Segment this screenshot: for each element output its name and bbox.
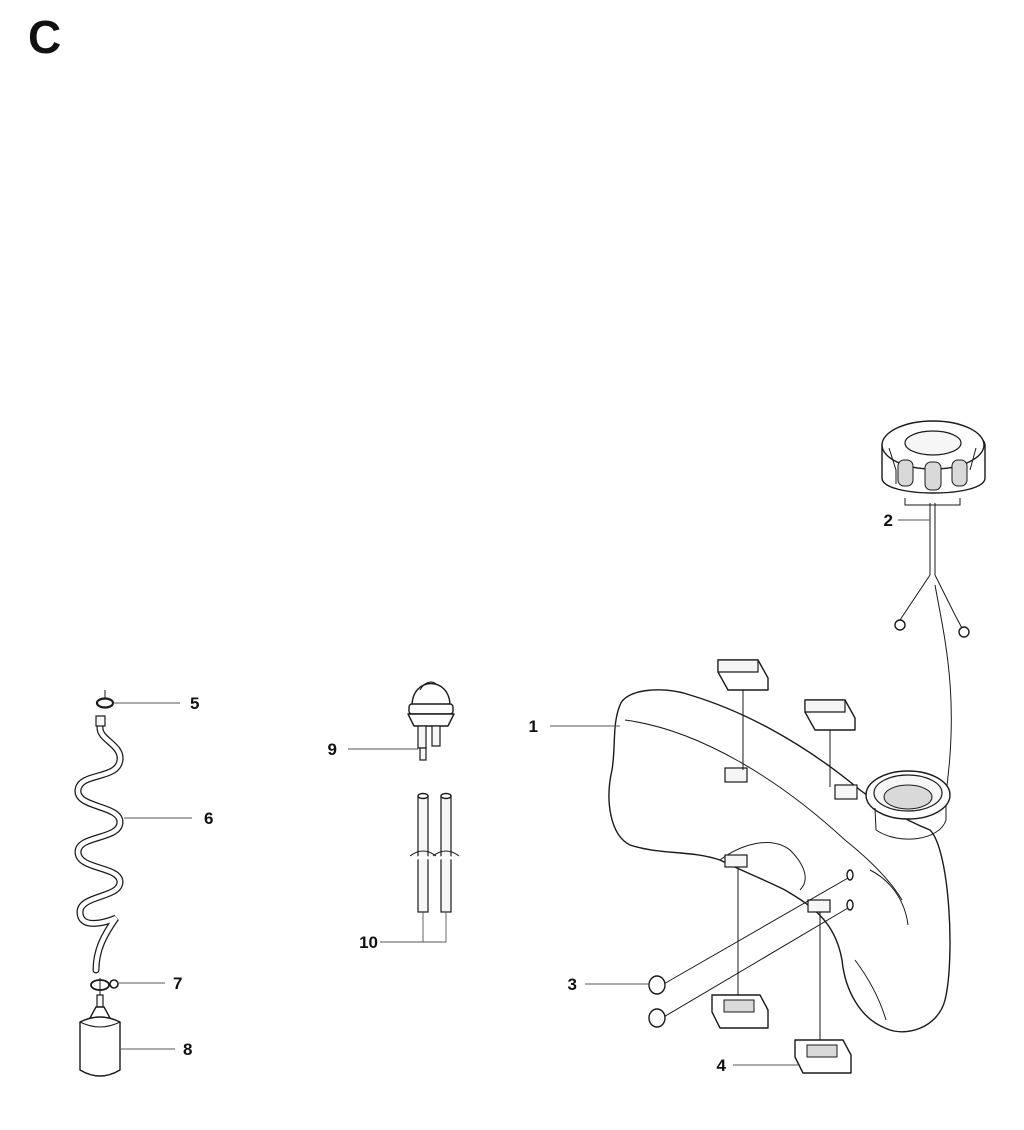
callout-2: 2 (884, 511, 893, 530)
part-3-grommets (648, 877, 849, 1028)
part-7-hose-clamp (90, 978, 119, 996)
part-2-fuel-cap (881, 420, 986, 801)
callout-7: 7 (173, 974, 182, 993)
part-6-coiled-fuel-hose (74, 715, 124, 974)
callout-6: 6 (204, 809, 213, 828)
part-4-bottom-mounts (711, 867, 852, 1074)
callout-5: 5 (190, 694, 199, 713)
callout-9: 9 (328, 740, 337, 759)
callout-4: 4 (717, 1056, 727, 1075)
part-10-fuel-tubes (409, 792, 460, 913)
callout-1: 1 (529, 717, 538, 736)
callout-8: 8 (183, 1040, 192, 1059)
part-4-top-mounts (717, 659, 856, 787)
part-1-fuel-tank (608, 689, 951, 1033)
part-9-primer-bulb (407, 681, 455, 761)
callout-3: 3 (568, 975, 577, 994)
callout-10: 10 (359, 933, 378, 952)
part-5-o-ring (95, 697, 115, 709)
section-letter: C (28, 11, 62, 63)
part-8-fuel-filter (79, 994, 121, 1077)
